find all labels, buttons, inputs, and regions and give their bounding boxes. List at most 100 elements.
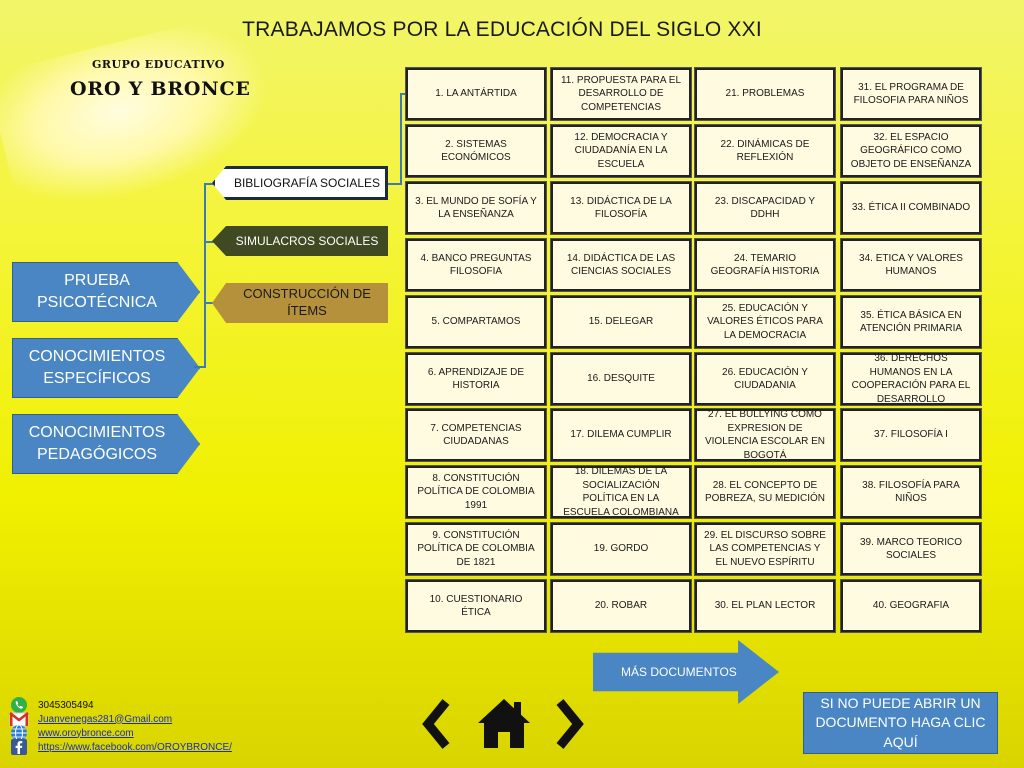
whatsapp-icon <box>8 697 30 713</box>
document-label: 13. DIDÁCTICA DE LA FILOSOFÍA <box>570 195 672 221</box>
contact-email-link[interactable]: Juanvenegas281@Gmail.com <box>38 713 173 725</box>
document-label: 6. APRENDIZAJE DE HISTORIA <box>427 366 525 392</box>
document-label: 38. FILOSOFÍA PARA NIÑOS <box>862 479 960 505</box>
document-button[interactable]: 26. EDUCACIÓN Y CIUDADANIA <box>695 353 835 405</box>
document-button[interactable]: 8. CONSTITUCIÓN POLÍTICA DE COLOMBIA 199… <box>406 466 546 518</box>
tab-label: BIBLIOGRAFÍA SOCIALES <box>233 176 381 190</box>
document-label: 23. DISCAPACIDAD Y DDHH <box>714 195 816 221</box>
document-label: 1. LA ANTÁRTIDA <box>435 88 517 100</box>
contact-web-row[interactable]: www.oroybronce.com <box>8 724 232 742</box>
connector-line <box>204 302 214 304</box>
contact-facebook-row[interactable]: https://www.facebook.com/OROYBRONCE/ <box>8 739 232 755</box>
document-button[interactable]: 36. DERECHOS HUMANOS EN LA COOPERACIÓN P… <box>841 353 981 405</box>
document-label: 9. CONSTITUCIÓN POLÍTICA DE COLOMBIA DE … <box>417 529 535 568</box>
document-button[interactable]: 15. DELEGAR <box>551 296 691 348</box>
document-button[interactable]: 20. ROBAR <box>551 580 691 632</box>
document-button[interactable]: 21. PROBLEMAS <box>695 68 835 120</box>
document-label: 7. COMPETENCIAS CIUDADANAS <box>430 422 522 448</box>
menu-label: CONOCIMIENTOS PEDAGÓGICOS <box>28 423 166 463</box>
document-button[interactable]: 14. DIDÁCTICA DE LAS CIENCIAS SOCIALES <box>551 239 691 291</box>
document-button[interactable]: 12. DEMOCRACIA Y CIUDADANÍA EN LA ESCUEL… <box>551 125 691 177</box>
document-label: 12. DEMOCRACIA Y CIUDADANÍA EN LA ESCUEL… <box>574 131 668 170</box>
document-label: 18. DILEMAS DE LA SOCIALIZACIÓN POLÍTICA… <box>563 466 679 518</box>
document-button[interactable]: 30. EL PLAN LECTOR <box>695 580 835 632</box>
document-label: 28. EL CONCEPTO DE POBREZA, SU MEDICIÓN <box>704 479 825 505</box>
document-button[interactable]: 40. GEOGRAFIA <box>841 580 981 632</box>
document-button[interactable]: 27. EL BULLYING COMO EXPRESION DE VIOLEN… <box>695 409 835 461</box>
gmail-icon <box>8 711 30 727</box>
document-label: 37. FILOSOFÍA I <box>874 429 948 441</box>
document-button[interactable]: 23. DISCAPACIDAD Y DDHH <box>695 182 835 234</box>
document-button[interactable]: 17. DILEMA CUMPLIR <box>551 409 691 461</box>
document-button[interactable]: 10. CUESTIONARIO ÉTICA <box>406 580 546 632</box>
tab-label: CONSTRUCCIÓN DE ÍTEMS <box>243 286 371 318</box>
menu-label: CONOCIMIENTOS ESPECÍFICOS <box>28 347 166 387</box>
connector-line <box>204 183 214 185</box>
document-label: 10. CUESTIONARIO ÉTICA <box>429 593 523 619</box>
document-label: 11. PROPUESTA PARA EL DESARROLLO DE COMP… <box>560 74 682 113</box>
home-button[interactable] <box>476 696 532 755</box>
brand-subtitle: GRUPO EDUCATIVO <box>92 58 225 71</box>
document-label: 5. COMPARTAMOS <box>431 316 521 328</box>
contact-email-row[interactable]: Juanvenegas281@Gmail.com <box>8 711 232 727</box>
more-documents-button[interactable]: MÁS DOCUMENTOS <box>593 640 779 704</box>
menu-conocimientos-pedagogicos[interactable]: CONOCIMIENTOS PEDAGÓGICOS <box>12 414 200 474</box>
document-button[interactable]: 19. GORDO <box>551 523 691 575</box>
connector-line <box>400 93 406 95</box>
menu-conocimientos-especificos[interactable]: CONOCIMIENTOS ESPECÍFICOS <box>12 338 200 398</box>
help-open-document-button[interactable]: SI NO PUEDE ABRIR UN DOCUMENTO HAGA CLIC… <box>803 692 998 754</box>
connector-line <box>194 366 206 368</box>
document-button[interactable]: 2. SISTEMAS ECONÓMICOS <box>406 125 546 177</box>
document-label: 31. EL PROGRAMA DE FILOSOFIA PARA NIÑOS <box>853 81 969 107</box>
tab-construccion-items[interactable]: CONSTRUCCIÓN DE ÍTEMS <box>212 283 388 323</box>
document-button[interactable]: 25. EDUCACIÓN Y VALORES ÉTICOS PARA LA D… <box>695 296 835 348</box>
next-icon <box>552 699 586 754</box>
document-label: 36. DERECHOS HUMANOS EN LA COOPERACIÓN P… <box>851 353 971 405</box>
document-button[interactable]: 11. PROPUESTA PARA EL DESARROLLO DE COMP… <box>551 68 691 120</box>
document-button[interactable]: 9. CONSTITUCIÓN POLÍTICA DE COLOMBIA DE … <box>406 523 546 575</box>
document-label: 39. MARCO TEORICO SOCIALES <box>859 536 963 562</box>
document-button[interactable]: 22. DINÁMICAS DE REFLEXIÓN <box>695 125 835 177</box>
document-label: 19. GORDO <box>593 543 649 555</box>
document-button[interactable]: 38. FILOSOFÍA PARA NIÑOS <box>841 466 981 518</box>
document-label: 20. ROBAR <box>594 600 648 612</box>
document-button[interactable]: 7. COMPETENCIAS CIUDADANAS <box>406 409 546 461</box>
document-label: 35. ÉTICA BÁSICA EN ATENCIÓN PRIMARIA <box>859 309 963 335</box>
document-label: 14. DIDÁCTICA DE LAS CIENCIAS SOCIALES <box>566 252 676 278</box>
contact-facebook-link[interactable]: https://www.facebook.com/OROYBRONCE/ <box>38 741 232 753</box>
document-button[interactable]: 39. MARCO TEORICO SOCIALES <box>841 523 981 575</box>
document-button[interactable]: 18. DILEMAS DE LA SOCIALIZACIÓN POLÍTICA… <box>551 466 691 518</box>
contact-web-link[interactable]: www.oroybronce.com <box>38 727 134 739</box>
document-button[interactable]: 5. COMPARTAMOS <box>406 296 546 348</box>
document-label: 15. DELEGAR <box>588 316 654 328</box>
document-button[interactable]: 3. EL MUNDO DE SOFÍA Y LA ENSEÑANZA <box>406 182 546 234</box>
document-label: 16. DESQUITE <box>587 373 655 385</box>
contact-phone: 3045305494 <box>38 699 94 711</box>
tab-label: SIMULACROS SOCIALES <box>235 234 379 248</box>
tab-bibliografia-sociales[interactable]: BIBLIOGRAFÍA SOCIALES <box>212 166 388 200</box>
document-label: 32. EL ESPACIO GEOGRÁFICO COMO OBJETO DE… <box>850 131 972 170</box>
document-button[interactable]: 24. TEMARIO GEOGRAFÍA HISTORIA <box>695 239 835 291</box>
document-button[interactable]: 33. ÉTICA II COMBINADO <box>841 182 981 234</box>
tab-simulacros-sociales[interactable]: SIMULACROS SOCIALES <box>212 226 388 256</box>
connector-line <box>204 241 214 243</box>
document-button[interactable]: 35. ÉTICA BÁSICA EN ATENCIÓN PRIMARIA <box>841 296 981 348</box>
document-button[interactable]: 1. LA ANTÁRTIDA <box>406 68 546 120</box>
document-button[interactable]: 28. EL CONCEPTO DE POBREZA, SU MEDICIÓN <box>695 466 835 518</box>
document-button[interactable]: 37. FILOSOFÍA I <box>841 409 981 461</box>
document-button[interactable]: 13. DIDÁCTICA DE LA FILOSOFÍA <box>551 182 691 234</box>
document-button[interactable]: 4. BANCO PREGUNTAS FILOSOFIA <box>406 239 546 291</box>
document-label: 4. BANCO PREGUNTAS FILOSOFIA <box>420 252 532 278</box>
document-button[interactable]: 34. ETICA Y VALORES HUMANOS <box>841 239 981 291</box>
menu-label: PRUEBA PSICOTÉCNICA <box>36 271 157 311</box>
document-button[interactable]: 32. EL ESPACIO GEOGRÁFICO COMO OBJETO DE… <box>841 125 981 177</box>
menu-prueba-psicotecnica[interactable]: PRUEBA PSICOTÉCNICA <box>12 262 200 322</box>
next-button[interactable] <box>552 698 586 755</box>
facebook-icon <box>8 739 30 755</box>
document-button[interactable]: 31. EL PROGRAMA DE FILOSOFIA PARA NIÑOS <box>841 68 981 120</box>
prev-button[interactable] <box>420 698 454 755</box>
document-button[interactable]: 6. APRENDIZAJE DE HISTORIA <box>406 353 546 405</box>
document-button[interactable]: 16. DESQUITE <box>551 353 691 405</box>
document-button[interactable]: 29. EL DISCURSO SOBRE LAS COMPETENCIAS Y… <box>695 523 835 575</box>
document-label: 24. TEMARIO GEOGRAFÍA HISTORIA <box>710 252 820 278</box>
